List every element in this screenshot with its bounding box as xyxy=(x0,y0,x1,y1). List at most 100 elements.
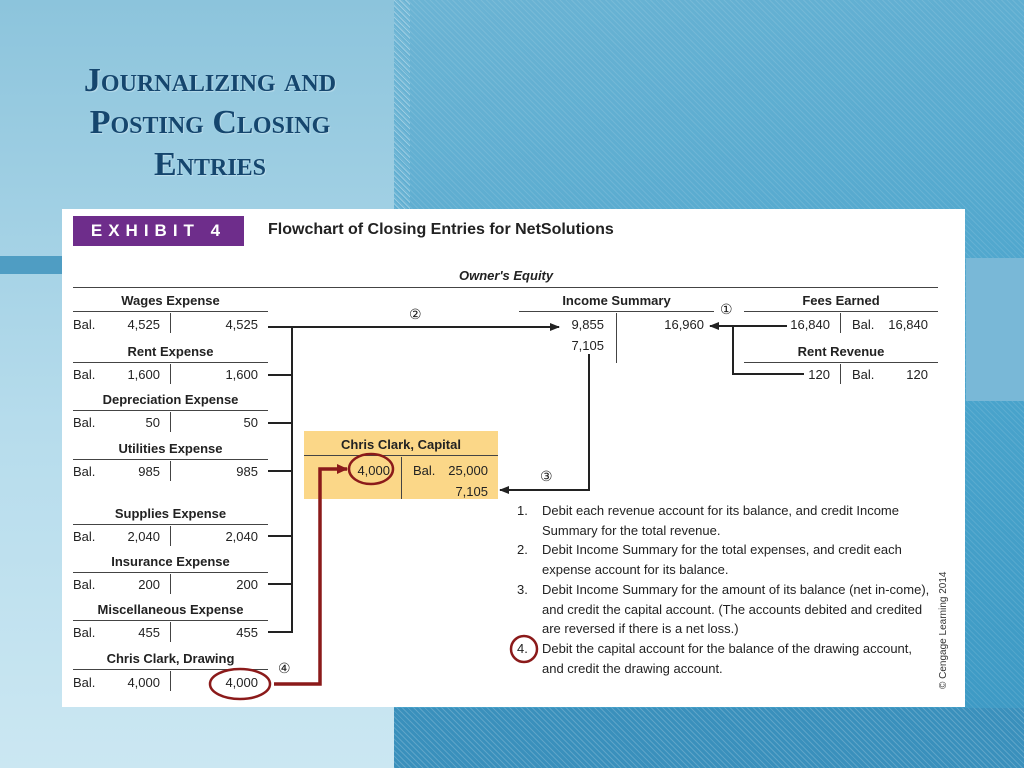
miscellaneous-debit: 455 xyxy=(138,625,160,640)
decorative-stripe xyxy=(394,0,410,210)
utilities-expense-title: Utilities Expense xyxy=(118,441,223,456)
t-account-rule xyxy=(744,311,938,312)
t-account-rule xyxy=(73,524,268,525)
bal-label: Bal. xyxy=(73,577,96,592)
wages-credit: 4,525 xyxy=(225,317,258,332)
capital-credit-2: 7,105 xyxy=(455,484,488,499)
capital-account-title: Chris Clark, Capital xyxy=(341,437,461,452)
slide-title-line-1: Journalizing and xyxy=(83,62,337,99)
highlight-circle-note-4 xyxy=(509,634,539,664)
note-number: 1. xyxy=(517,503,528,518)
step-marker-4: ④ xyxy=(278,660,291,676)
exhibit-title: Flowchart of Closing Entries for NetSolu… xyxy=(268,221,614,238)
decorative-bar-left xyxy=(0,256,62,274)
t-account-rule xyxy=(73,459,268,460)
t-account-rule xyxy=(73,410,268,411)
wages-expense-title: Wages Expense xyxy=(121,293,220,308)
fees-earned-debit: 16,840 xyxy=(790,317,830,332)
t-account-rule xyxy=(73,620,268,621)
note-item: 1. Debit each revenue account for its ba… xyxy=(514,501,932,540)
drawing-account-title: Chris Clark, Drawing xyxy=(106,651,235,666)
t-account-divider xyxy=(401,457,402,499)
t-account-divider xyxy=(170,622,171,642)
t-account-rule xyxy=(73,362,268,363)
note-item: 4. Debit the capital account for the bal… xyxy=(514,639,932,678)
decorative-bar-right xyxy=(966,258,1024,401)
insurance-debit: 200 xyxy=(138,577,160,592)
capital-debit: 4,000 xyxy=(357,463,390,478)
fees-earned-credit: 16,840 xyxy=(888,317,928,332)
t-account-rule xyxy=(73,311,268,312)
supplies-debit: 2,040 xyxy=(127,529,160,544)
bal-label: Bal. xyxy=(73,464,96,479)
note-text: Debit the capital account for the balanc… xyxy=(542,640,913,676)
bal-label: Bal. xyxy=(73,625,96,640)
decorative-bar-bottom xyxy=(394,708,1024,768)
notes-list: 1. Debit each revenue account for its ba… xyxy=(514,501,932,678)
depreciation-debit: 50 xyxy=(145,415,160,430)
note-item: 3. Debit Income Summary for the amount o… xyxy=(514,580,932,639)
t-account-divider xyxy=(616,313,617,363)
income-summary-debit-1: 9,855 xyxy=(571,317,604,332)
slide-title-line-3: Entries xyxy=(153,146,267,183)
t-account-divider xyxy=(170,671,171,691)
rent-revenue-debit: 120 xyxy=(808,367,830,382)
income-summary-credit-1: 16,960 xyxy=(664,317,704,332)
note-text: Debit Income Summary for the amount of i… xyxy=(542,581,930,637)
owners-equity-label: Owner's Equity xyxy=(459,268,554,283)
supplies-credit: 2,040 xyxy=(225,529,258,544)
t-account-rule xyxy=(73,572,268,573)
bal-label: Bal. xyxy=(73,529,96,544)
bal-label: Bal. xyxy=(413,463,436,478)
supplies-expense-title: Supplies Expense xyxy=(114,506,227,521)
drawing-credit: 4,000 xyxy=(225,675,258,690)
step-marker-3: ③ xyxy=(540,468,553,484)
drawing-debit: 4,000 xyxy=(127,675,160,690)
rent-revenue-credit: 120 xyxy=(906,367,928,382)
owners-equity-rule xyxy=(73,287,938,288)
t-account-divider xyxy=(170,364,171,384)
fees-earned-title: Fees Earned xyxy=(802,293,880,308)
bal-label: Bal. xyxy=(852,367,875,382)
exhibit-badge: EXHIBIT 4 xyxy=(73,216,244,246)
miscellaneous-expense-title: Miscellaneous Expense xyxy=(97,602,244,617)
t-account-rule xyxy=(519,311,714,312)
note-text: Debit each revenue account for its balan… xyxy=(542,503,899,538)
insurance-expense-title: Insurance Expense xyxy=(111,554,230,569)
depreciation-credit: 50 xyxy=(243,415,258,430)
arrow-step-4 xyxy=(274,464,348,686)
bal-label: Bal. xyxy=(73,317,96,332)
income-summary-debit-2: 7,105 xyxy=(571,338,604,353)
utilities-credit: 985 xyxy=(236,464,258,479)
slide-title-line-2: Posting Closing xyxy=(89,104,331,141)
t-account-divider xyxy=(840,364,841,384)
step-marker-1: ① xyxy=(720,301,733,317)
highlight-circle-drawing xyxy=(208,667,272,701)
slide-title: Journalizing and Posting Closing Entries xyxy=(40,60,380,186)
rent-expense-title: Rent Expense xyxy=(127,344,214,359)
note-item: 2. Debit Income Summary for the total ex… xyxy=(514,540,932,579)
capital-credit-1: 25,000 xyxy=(448,463,488,478)
bal-label: Bal. xyxy=(73,675,96,690)
flow-arrows xyxy=(208,322,804,701)
note-number: 3. xyxy=(517,581,528,597)
bal-label: Bal. xyxy=(73,367,96,382)
t-account-rule xyxy=(304,455,498,456)
depreciation-expense-title: Depreciation Expense xyxy=(102,392,239,407)
insurance-credit: 200 xyxy=(236,577,258,592)
arrow-step-3 xyxy=(499,354,590,494)
t-account-rule xyxy=(73,669,268,670)
bal-label: Bal. xyxy=(852,317,875,332)
t-account-divider xyxy=(840,313,841,333)
bal-label: Bal. xyxy=(73,415,96,430)
miscellaneous-credit: 455 xyxy=(236,625,258,640)
income-summary-title: Income Summary xyxy=(562,293,671,308)
rent-revenue-title: Rent Revenue xyxy=(797,344,885,359)
exhibit-figure: EXHIBIT 4 Flowchart of Closing Entries f… xyxy=(62,209,965,707)
copyright-text: © Cengage Learning 2014 xyxy=(938,571,949,689)
note-number: 4. xyxy=(517,640,528,656)
utilities-debit: 985 xyxy=(138,464,160,479)
rent-credit: 1,600 xyxy=(225,367,258,382)
wages-debit: 4,525 xyxy=(127,317,160,332)
t-account-divider xyxy=(170,526,171,546)
